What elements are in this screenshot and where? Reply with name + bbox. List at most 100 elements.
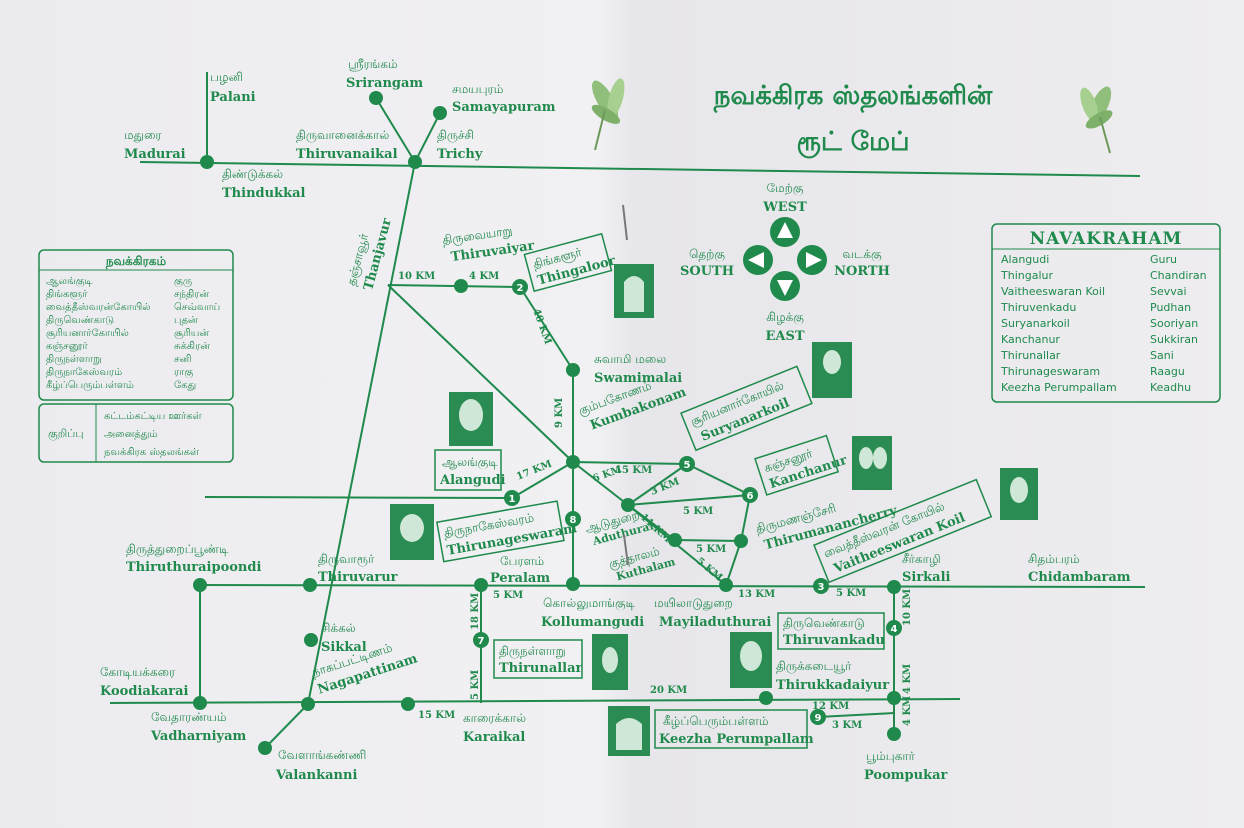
thiruthuraipoondi-en: Thiruthuraipoondi — [126, 560, 261, 575]
peralam-ta: பேரளம் — [500, 554, 544, 568]
road-coastal — [109, 698, 961, 704]
num-node-3[interactable] — [813, 578, 829, 594]
node-peralam[interactable] — [474, 578, 488, 592]
num-node-9[interactable] — [810, 709, 826, 725]
dist-9: 3 KM — [832, 720, 862, 731]
num-node-6[interactable] — [742, 487, 758, 503]
road-kumbakonam-5 — [572, 461, 688, 465]
num-node-7[interactable] — [473, 632, 489, 648]
left-legend-note-label: குறிப்பு — [48, 427, 84, 442]
compass-arrow-right-glyph-icon — [806, 252, 822, 268]
temple-box-alangudi[interactable]: ஆலங்குடி Alangudi — [434, 449, 506, 491]
thirunallar-ta: திருநள்ளாறு — [499, 644, 566, 659]
node-trichy[interactable] — [408, 155, 422, 169]
title-line2: ரூட் மேப் — [797, 127, 910, 159]
num-node-8[interactable] — [565, 511, 581, 527]
right-legend-graha-3: Pudhan — [1150, 301, 1191, 314]
left-legend-graha-1: சந்திரன் — [174, 289, 209, 300]
node-thiruvaiyar[interactable] — [454, 279, 468, 293]
flower-left-icon — [591, 78, 625, 151]
dist-swamimalai-kumbakonam: 9 KM — [554, 398, 565, 428]
nodes — [193, 91, 901, 755]
left-legend: நவக்கிரகம் ஆலங்குடி குரு திங்களூர் சந்தி… — [38, 249, 234, 463]
thiruvankadu-ta: திருவெண்காடு — [783, 616, 865, 631]
num-node-2[interactable] — [512, 279, 528, 295]
road-trichy-nagapattinam — [307, 161, 416, 705]
road-kuthalam-manancherry — [674, 539, 742, 542]
left-legend-place-4: சூரியனார்கோயில் — [46, 328, 129, 339]
temple-box-thingaloor[interactable]: திங்களூர் Thingaloor — [523, 232, 617, 293]
node-swamimalai[interactable] — [566, 363, 580, 377]
node-srirangam[interactable] — [369, 91, 383, 105]
mayiladuthurai-ta: மயிலாடுதுறை — [654, 596, 733, 611]
left-legend-graha-2: செவ்வாய் — [174, 302, 220, 313]
dist-thirukkadaiyur-east: 12 KM — [812, 701, 849, 712]
deity-image-thirunageswaram-icon — [390, 504, 434, 560]
compass: மேற்கு WEST தெற்கு SOUTH வடக்கு NORTH கி… — [680, 181, 890, 344]
node-coastal-east[interactable] — [887, 691, 901, 705]
dist-peralam-7: 18 KM — [470, 593, 481, 630]
thirukkadaiyur-ta: திருக்கடையூர் — [776, 659, 852, 674]
temple-box-kanchanur[interactable]: கஞ்சனூர் Kanchanur — [754, 432, 849, 496]
vadharniyam-en: Vadharniyam — [150, 729, 246, 744]
node-valankanni[interactable] — [258, 741, 272, 755]
node-madurai[interactable] — [200, 155, 214, 169]
node-kuthalam[interactable] — [668, 533, 682, 547]
left-legend-place-3: திருவெண்காடு — [46, 315, 114, 326]
compass-west-ta: மேற்கு — [767, 181, 804, 195]
temple-box-suryanarkoil[interactable]: சூரியனார்கோயில் Suryanarkoil — [680, 365, 813, 452]
left-legend-note-1: அனைத்தும் — [104, 429, 158, 440]
node-karaikal-junction[interactable] — [401, 697, 415, 711]
num-label-3: 3 — [818, 582, 825, 593]
compass-east-ta: கிழக்கு — [766, 310, 804, 324]
road-valankanni — [264, 703, 309, 749]
node-poompukar[interactable] — [887, 727, 901, 741]
node-sikkal[interactable] — [304, 633, 318, 647]
node-sirkali[interactable] — [887, 580, 901, 594]
right-legend-place-5: Kanchanur — [1001, 333, 1060, 346]
left-legend-note-2: நவக்கிரக ஸ்தலங்கள் — [104, 447, 199, 458]
left-legend-graha-0: குரு — [174, 276, 192, 288]
node-koodiakarai[interactable] — [193, 696, 207, 710]
right-legend-place-4: Suryanarkoil — [1001, 317, 1070, 330]
road-thanjavur-kumbakonam — [387, 284, 574, 463]
temple-box-thirunallar[interactable]: திருநள்ளாறு Thirunallar — [493, 639, 583, 679]
palani-en: Palani — [210, 90, 256, 105]
poompukar-en: Poompukar — [864, 768, 947, 783]
node-samayapuram[interactable] — [433, 106, 447, 120]
right-legend-graha-2: Sevvai — [1150, 285, 1187, 298]
dist-2-swamimalai: 40 KM — [530, 307, 553, 346]
temple-box-keezha[interactable]: கீழ்ப்பெரும்பள்ளம் Keezha Perumpallam — [654, 709, 814, 749]
deity-image-thingaloor-icon — [614, 264, 654, 318]
node-nagapattinam[interactable] — [301, 697, 315, 711]
node-kollumangudi[interactable] — [566, 577, 580, 591]
node-thirumanancherry[interactable] — [734, 534, 748, 548]
node-kumbakonam[interactable] — [566, 455, 580, 469]
valankanni-ta: வேளாங்கண்ணி — [278, 748, 366, 762]
node-thirukkadaiyur[interactable] — [759, 691, 773, 705]
dist-mayiladuthurai-3: 13 KM — [738, 589, 775, 600]
mayiladuthurai-en: Mayiladuthurai — [659, 615, 771, 630]
palani-ta: பழனி — [210, 70, 243, 84]
sikkal-ta: சிக்கல் — [321, 621, 356, 635]
deity-image-kanchanur-icon — [852, 436, 892, 490]
num-node-5[interactable] — [679, 456, 695, 472]
num-node-4[interactable] — [886, 620, 902, 636]
temple-box-thiruvankadu[interactable]: திருவெண்காடு Thiruvankadu — [777, 612, 885, 650]
road-alangudi-kumbakonam — [204, 496, 513, 499]
node-mayiladuthurai[interactable] — [719, 578, 733, 592]
thanjavur-en: Thanjavur — [361, 217, 395, 292]
right-legend-graha-6: Sani — [1150, 349, 1174, 362]
node-thiruvarur[interactable] — [303, 578, 317, 592]
title-line1: நவக்கிரக ஸ்தலங்களின் — [713, 81, 993, 113]
node-aduthurai[interactable] — [621, 498, 635, 512]
srirangam-en: Srirangam — [346, 76, 423, 91]
koodiakarai-en: Koodiakarai — [100, 684, 189, 699]
node-thiruthuraipoondi[interactable] — [193, 578, 207, 592]
road-alangudi-link — [511, 461, 574, 499]
temple-box-thirunageswaram[interactable]: திருநாகேஸ்வரம் Thirunageswaram — [436, 499, 579, 563]
left-legend-graha-3: புதன் — [174, 315, 198, 326]
dist-peralam: 5 KM — [493, 590, 523, 601]
num-node-1[interactable] — [504, 490, 520, 506]
compass-west-en: WEST — [762, 200, 807, 215]
